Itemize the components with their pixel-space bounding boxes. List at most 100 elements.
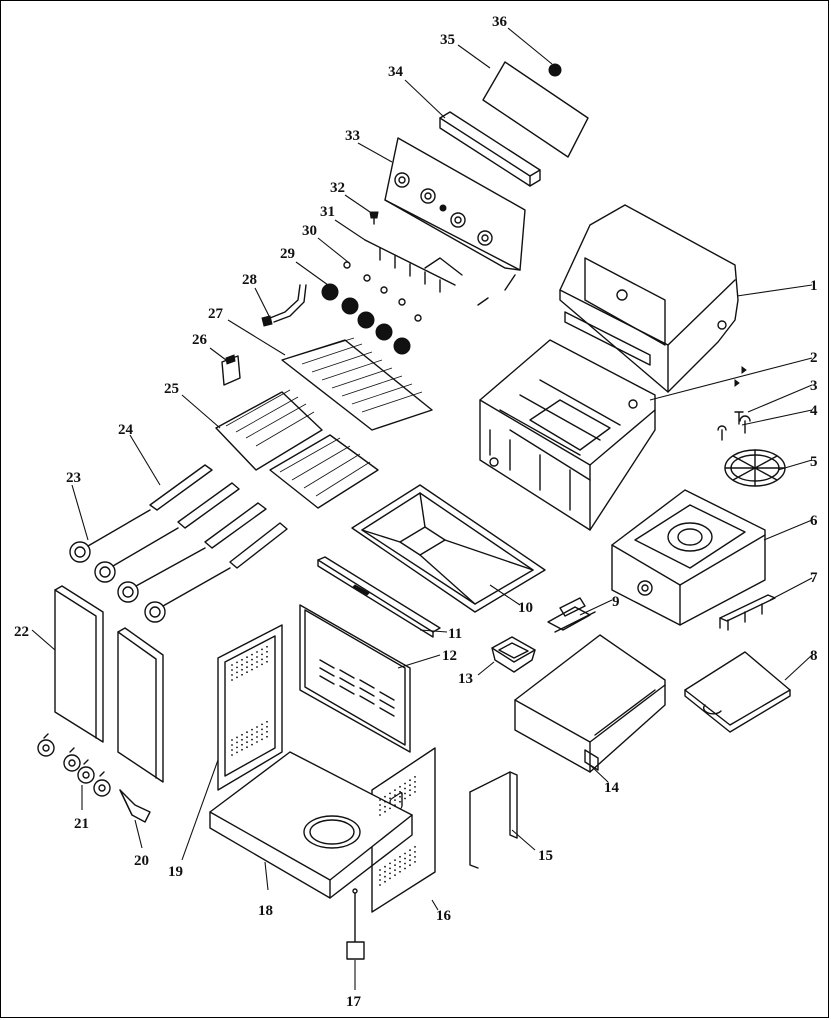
vent-dot <box>409 784 411 787</box>
vent-dot <box>379 804 381 806</box>
vent-dot <box>246 656 248 659</box>
vent-dot <box>251 668 253 671</box>
vent-dot <box>399 785 401 788</box>
vent-dot <box>261 733 263 736</box>
part-12-back-panel <box>299 604 411 753</box>
vent-dot <box>379 799 381 801</box>
callout-20: 20 <box>134 853 149 869</box>
vent-dot <box>266 660 268 663</box>
part-35-plate <box>482 61 589 158</box>
callout-17: 17 <box>346 994 362 1010</box>
vent-dot <box>379 884 381 886</box>
vent-dot <box>379 874 381 876</box>
vent-dot <box>414 851 416 853</box>
vent-dot <box>236 741 238 744</box>
part-13-grease-cup <box>491 636 536 673</box>
part-5-side-burner-grate <box>724 449 786 487</box>
vent-dot <box>379 814 381 816</box>
part-33-control-panel <box>384 137 526 306</box>
callout-10: 10 <box>518 600 533 616</box>
vent-dot <box>246 661 248 664</box>
vent-dot <box>241 673 243 676</box>
part-10-grease-tray <box>351 484 546 613</box>
callout-16: 16 <box>436 908 452 924</box>
callout-28: 28 <box>242 272 257 288</box>
vent-dot <box>394 859 396 861</box>
vent-dot <box>251 728 253 731</box>
vent-dot <box>266 650 268 653</box>
callout-6: 6 <box>810 513 818 529</box>
vent-dot <box>246 666 248 669</box>
vent-dot <box>409 864 411 867</box>
callout-4: 4 <box>810 403 818 419</box>
vent-dot <box>384 800 386 803</box>
callout-2: 2 <box>810 350 818 366</box>
callout-21: 21 <box>74 816 89 832</box>
callout-35: 35 <box>440 32 455 48</box>
callout-12: 12 <box>442 648 457 664</box>
vent-dot <box>231 664 233 666</box>
vent-dot <box>256 726 258 728</box>
vent-dot <box>236 676 238 679</box>
vent-dot <box>389 877 391 880</box>
callout-14: 14 <box>604 780 620 796</box>
vent-dot <box>231 679 233 681</box>
vent-dot <box>379 869 381 871</box>
vent-dot <box>399 860 401 863</box>
vent-dot <box>241 748 243 751</box>
vent-dot <box>256 661 258 663</box>
vent-dot <box>241 733 243 736</box>
part-4-screw <box>717 415 751 441</box>
vent-dot <box>251 663 253 666</box>
vent-dot <box>236 751 238 754</box>
vent-dot <box>384 880 386 883</box>
vent-dot <box>266 730 268 733</box>
vent-dot <box>261 723 263 726</box>
part-32-screw <box>369 211 379 225</box>
callout-27: 27 <box>208 306 224 322</box>
part-22-doors <box>54 585 164 783</box>
part-31-manifold <box>364 239 463 293</box>
vent-dot <box>246 731 248 734</box>
part-24-burner-tubes <box>149 464 288 569</box>
vent-dot <box>409 849 411 852</box>
vent-dot <box>379 809 381 811</box>
vent-dot <box>266 725 268 728</box>
vent-dot <box>404 792 406 795</box>
part-28-valve-pipe <box>261 284 307 327</box>
vent-dot <box>384 795 386 798</box>
vent-dot <box>261 648 263 651</box>
vent-dot <box>389 872 391 875</box>
vent-dot <box>236 671 238 674</box>
callout-15: 15 <box>538 848 553 864</box>
vent-dot <box>399 865 401 868</box>
vent-dot <box>389 807 391 810</box>
part-2-firebox <box>479 339 656 531</box>
part-30-clips <box>343 261 422 322</box>
vent-dot <box>414 856 416 858</box>
vent-dot <box>231 674 233 676</box>
vent-dot <box>404 862 406 865</box>
vent-dot <box>261 738 263 741</box>
vent-dot <box>241 663 243 666</box>
leader-lines <box>31 27 813 990</box>
vent-dot <box>409 859 411 862</box>
vent-dot <box>256 666 258 668</box>
vent-dot <box>404 787 406 790</box>
part-14-cabinet-top <box>514 634 666 773</box>
vent-dot <box>251 653 253 656</box>
vent-dot <box>241 743 243 746</box>
vent-dot <box>236 746 238 749</box>
vent-dot <box>256 651 258 653</box>
callout-22: 22 <box>14 624 29 640</box>
callout-9: 9 <box>612 594 620 610</box>
vent-dot <box>231 744 233 746</box>
vent-dot <box>256 741 258 743</box>
part-19-left-panel <box>217 624 283 791</box>
vent-dot <box>384 870 386 873</box>
vent-dot <box>399 800 401 803</box>
vent-dot <box>251 738 253 741</box>
vent-dot <box>409 794 411 797</box>
callout-26: 26 <box>192 332 208 348</box>
